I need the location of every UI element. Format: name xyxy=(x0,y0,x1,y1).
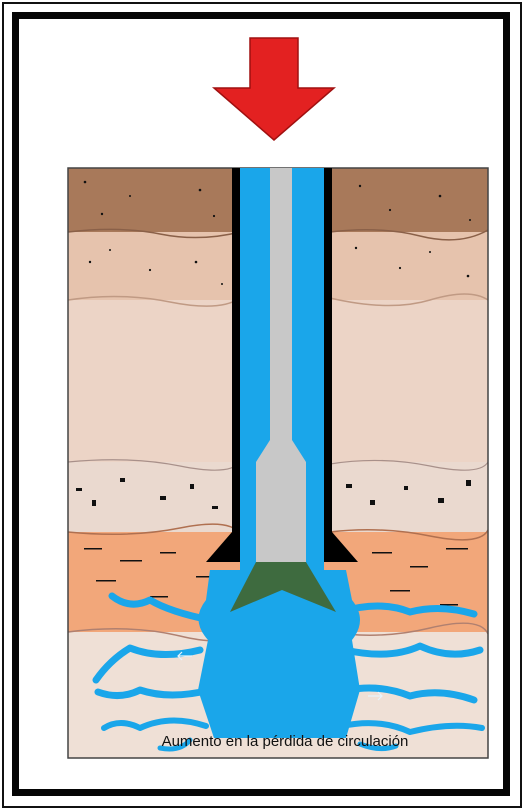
arrow-down-icon xyxy=(214,38,334,140)
casing-left xyxy=(232,168,240,538)
fluid-cavity xyxy=(198,570,360,738)
figure-caption: Aumento en la pérdida de circulación xyxy=(120,733,450,750)
casing-right xyxy=(324,168,332,538)
